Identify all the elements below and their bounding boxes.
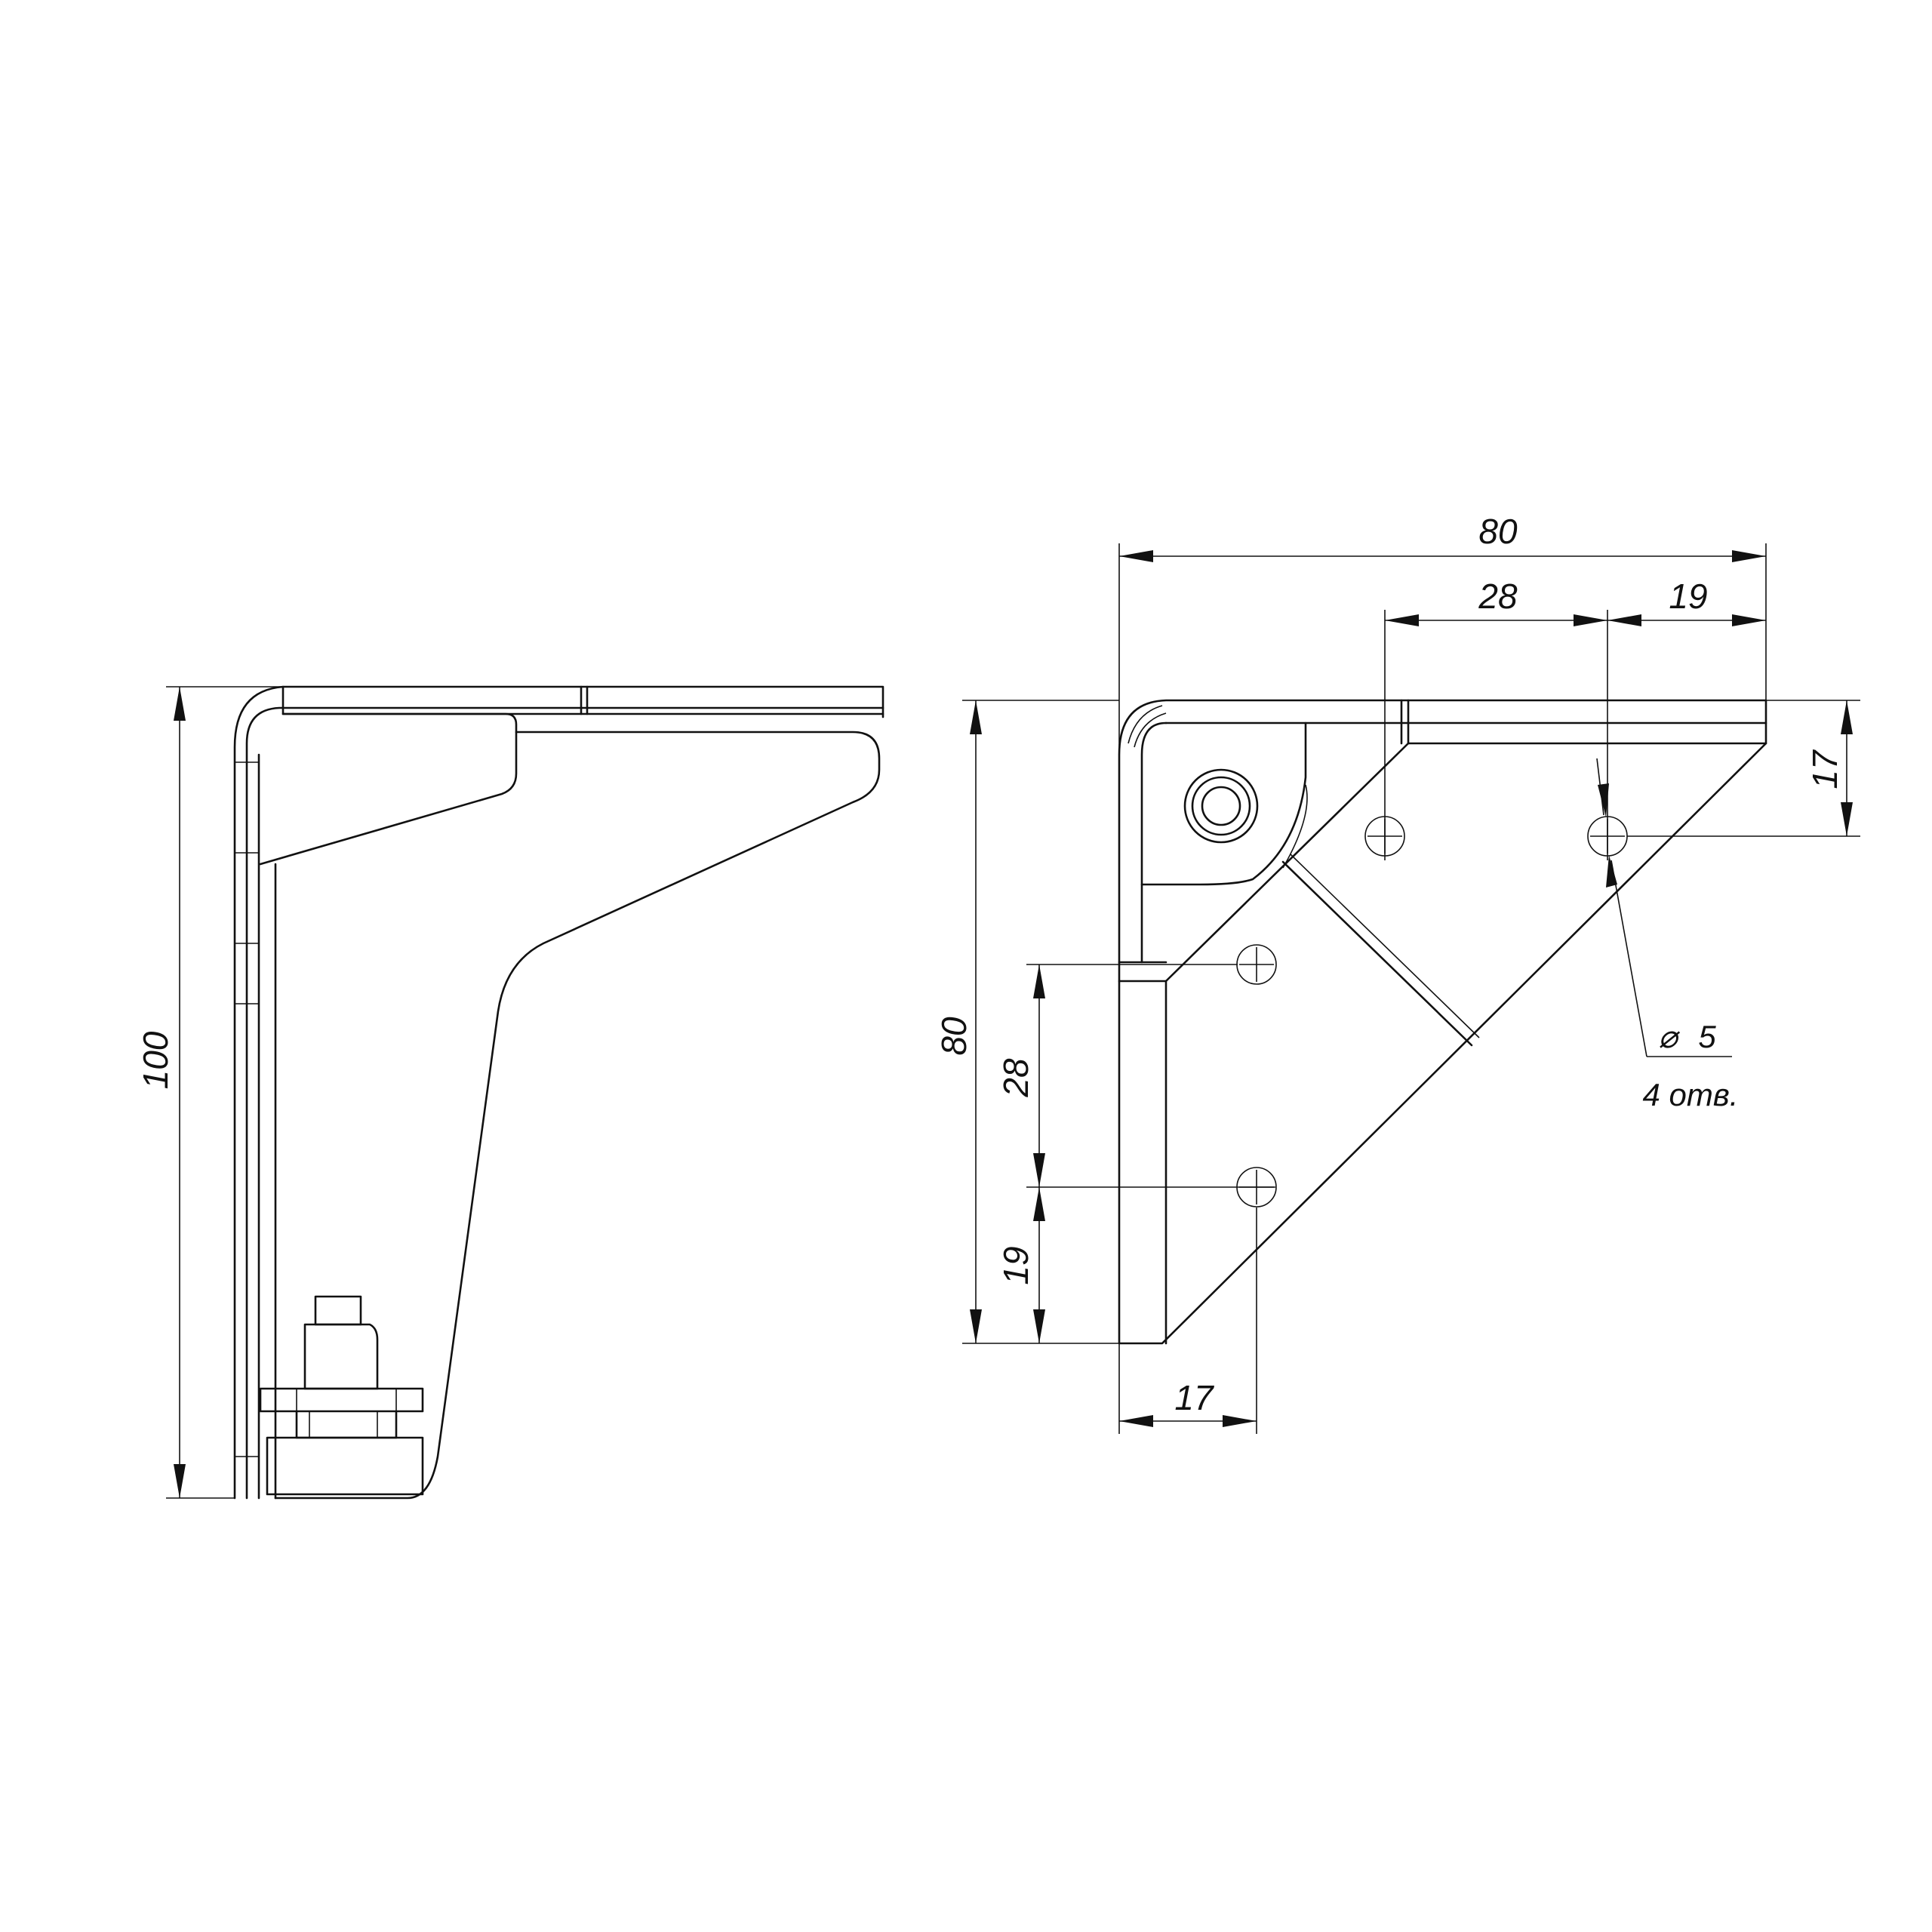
- inner-diagonal: [1164, 742, 1410, 983]
- stud-inner: [1201, 786, 1241, 826]
- rib-line-1: [1281, 860, 1473, 1047]
- bolt-tip: [314, 1295, 362, 1326]
- plan-outline: [1118, 699, 1767, 1345]
- arrow-28-bottom: [1033, 1153, 1045, 1187]
- leg-body: [274, 731, 881, 1500]
- inner-bracket: [259, 712, 518, 866]
- dimension-height-100: 100: [136, 686, 287, 1499]
- arrow-19-left: [1607, 614, 1641, 626]
- dimension-hole-offset-left: 17: [1118, 1208, 1257, 1434]
- arrow-top: [174, 687, 186, 721]
- dimension-height-80: 80: [934, 700, 1119, 1344]
- arrow-19-right: [1732, 614, 1766, 626]
- rib-line-2: [1290, 854, 1480, 1038]
- arrow-17-right: [1223, 1415, 1257, 1427]
- leader-arrowhead-upper: [1598, 783, 1609, 817]
- hole-diameter-callout: ⌀ 5 4 отв.: [1596, 758, 1739, 1112]
- hole-count-note: 4 отв.: [1643, 1077, 1739, 1112]
- dimension-hole-spacing-left: 28 19: [996, 964, 1275, 1343]
- glide-foot: [266, 1436, 424, 1496]
- arrow-28-left: [1385, 614, 1419, 626]
- top-view: 80 28 19 17: [934, 512, 1860, 1434]
- flange-left-inner: [1140, 721, 1168, 964]
- dimension-hole-spacing-top: 28 19: [1384, 577, 1766, 860]
- leg-block-curve: [1282, 784, 1308, 869]
- arrow-bottom: [174, 1464, 186, 1498]
- arrow-17-left: [1119, 1415, 1153, 1427]
- dim-text-17-right: 17: [1805, 749, 1844, 789]
- dimension-hole-offset-top: 17: [1627, 700, 1860, 837]
- arrow-bottom: [970, 1309, 982, 1343]
- bolt-hex: [303, 1323, 379, 1390]
- arrow-right: [1732, 550, 1766, 562]
- stud-mid: [1191, 776, 1251, 836]
- side-plate-inner: [245, 706, 285, 1500]
- arrow-top: [970, 700, 982, 734]
- arrow-left: [1119, 550, 1153, 562]
- corner-arc-1: [1128, 705, 1163, 744]
- hole-diameter-text: 5: [1698, 1019, 1716, 1054]
- arrow-19-top: [1033, 1187, 1045, 1221]
- side-plate-outer: [233, 685, 884, 1500]
- arrow-19-bottom: [1033, 1309, 1045, 1343]
- dim-text-19-right: 19: [1669, 577, 1707, 616]
- arrow-17-top: [1841, 700, 1853, 734]
- corner-arc-2: [1134, 712, 1167, 748]
- leader-line: [1611, 860, 1647, 1057]
- dim-text-19-left: 19: [996, 1246, 1035, 1284]
- bolt-stem: [295, 1410, 398, 1439]
- arrow-28-top: [1033, 964, 1045, 998]
- dim-text-height: 100: [136, 1031, 175, 1089]
- dim-text-17-bottom: 17: [1174, 1378, 1214, 1417]
- dim-text-width: 80: [1478, 512, 1518, 551]
- dim-text-28-top: 28: [1478, 577, 1518, 616]
- stud-outer: [1183, 768, 1259, 844]
- arrow-28-right: [1574, 614, 1607, 626]
- dim-text-28-left: 28: [996, 1058, 1035, 1098]
- side-view: 100: [136, 685, 884, 1500]
- bolt-washer: [259, 1387, 424, 1413]
- dimension-width-80: 80: [1118, 512, 1767, 755]
- dim-text-height-80: 80: [934, 1017, 974, 1056]
- diameter-symbol: ⌀: [1658, 1019, 1680, 1054]
- leg-block: [1140, 721, 1307, 886]
- arrow-17-bottom: [1841, 802, 1853, 836]
